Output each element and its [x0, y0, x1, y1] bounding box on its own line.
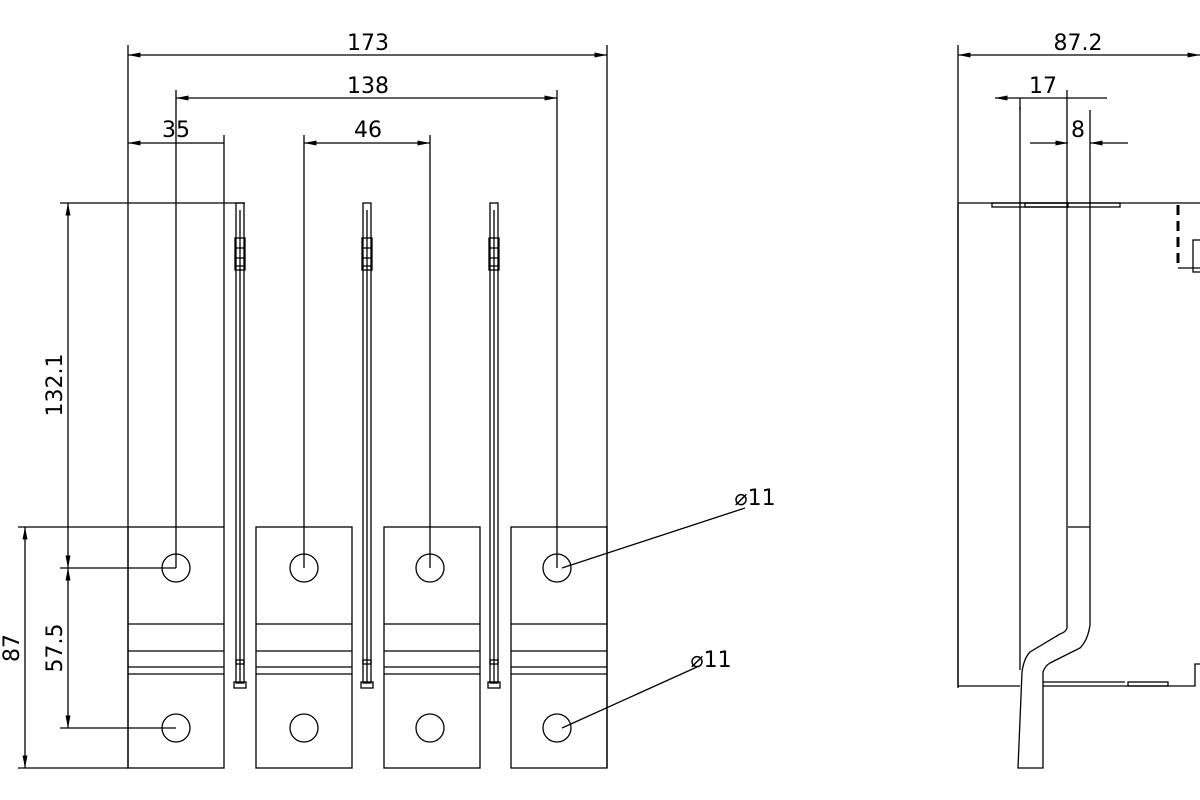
terminal-bar — [255, 526, 353, 769]
wire-connector — [488, 237, 500, 271]
mounting-hole — [289, 553, 319, 583]
front-view: 173 138 35 46 132.1 57.5 87 — [0, 31, 776, 769]
dimension-label: 46 — [354, 118, 382, 143]
mounting-hole — [161, 553, 191, 583]
dimension-label: 173 — [347, 31, 389, 56]
extension-lines — [18, 45, 608, 769]
bar-outline — [510, 526, 608, 769]
dimension-17: 17 — [995, 74, 1107, 110]
wire-connector — [234, 237, 246, 271]
dimension-173: 173 — [128, 31, 607, 58]
dimension-35: 35 — [128, 118, 224, 146]
hole-callout-lower: ⌀11 — [561, 648, 732, 729]
terminal-bars — [127, 526, 608, 769]
mounting-hole — [289, 713, 319, 743]
hole-label: ⌀11 — [734, 486, 775, 511]
dimension-label: 35 — [162, 118, 190, 143]
dimension-57-5: 57.5 — [43, 568, 71, 728]
dimension-label: 132.1 — [43, 354, 68, 417]
wire — [360, 202, 374, 689]
bar-outline — [127, 526, 225, 769]
terminal-bar — [510, 526, 608, 769]
wire-crimp — [235, 659, 245, 665]
dimension-label: 17 — [1029, 74, 1057, 99]
dimension-132-1: 132.1 — [43, 203, 71, 568]
wire-end — [360, 681, 374, 689]
dimension-138: 138 — [176, 74, 557, 101]
bar-outline — [383, 526, 481, 769]
mounting-hole — [415, 713, 445, 743]
wire-end — [233, 681, 247, 689]
terminal-bar — [127, 526, 225, 769]
dimension-label: 87.2 — [1054, 31, 1103, 56]
busbar-profile — [1017, 90, 1091, 769]
mounting-hole — [161, 713, 191, 743]
terminal-bar — [383, 526, 481, 769]
wire-crimp — [362, 659, 372, 665]
bar-outline — [255, 526, 353, 769]
sensor-wires — [233, 202, 501, 689]
mounting-hole — [415, 553, 445, 583]
wire — [487, 202, 501, 689]
dimension-label: 8 — [1071, 118, 1085, 143]
dimension-label: 57.5 — [43, 624, 68, 673]
mounting-hole — [542, 713, 572, 743]
dimension-8: 8 — [1030, 118, 1128, 146]
wire-connector — [361, 237, 373, 271]
dimension-87-2: 87.2 — [958, 31, 1200, 58]
hole-callout-upper: ⌀11 — [561, 486, 776, 569]
dimension-label: 138 — [347, 74, 389, 99]
wire-end — [487, 681, 501, 689]
mounting-hole — [542, 553, 572, 583]
dimension-87: 87 — [0, 527, 28, 768]
dimension-46: 46 — [304, 118, 430, 146]
hole-label: ⌀11 — [690, 648, 731, 673]
wire — [233, 202, 247, 689]
dimension-label: 87 — [0, 634, 25, 662]
side-view: 87.2 17 8 — [957, 31, 1200, 769]
housing-outline — [957, 107, 1200, 687]
wire-crimp — [489, 659, 499, 665]
